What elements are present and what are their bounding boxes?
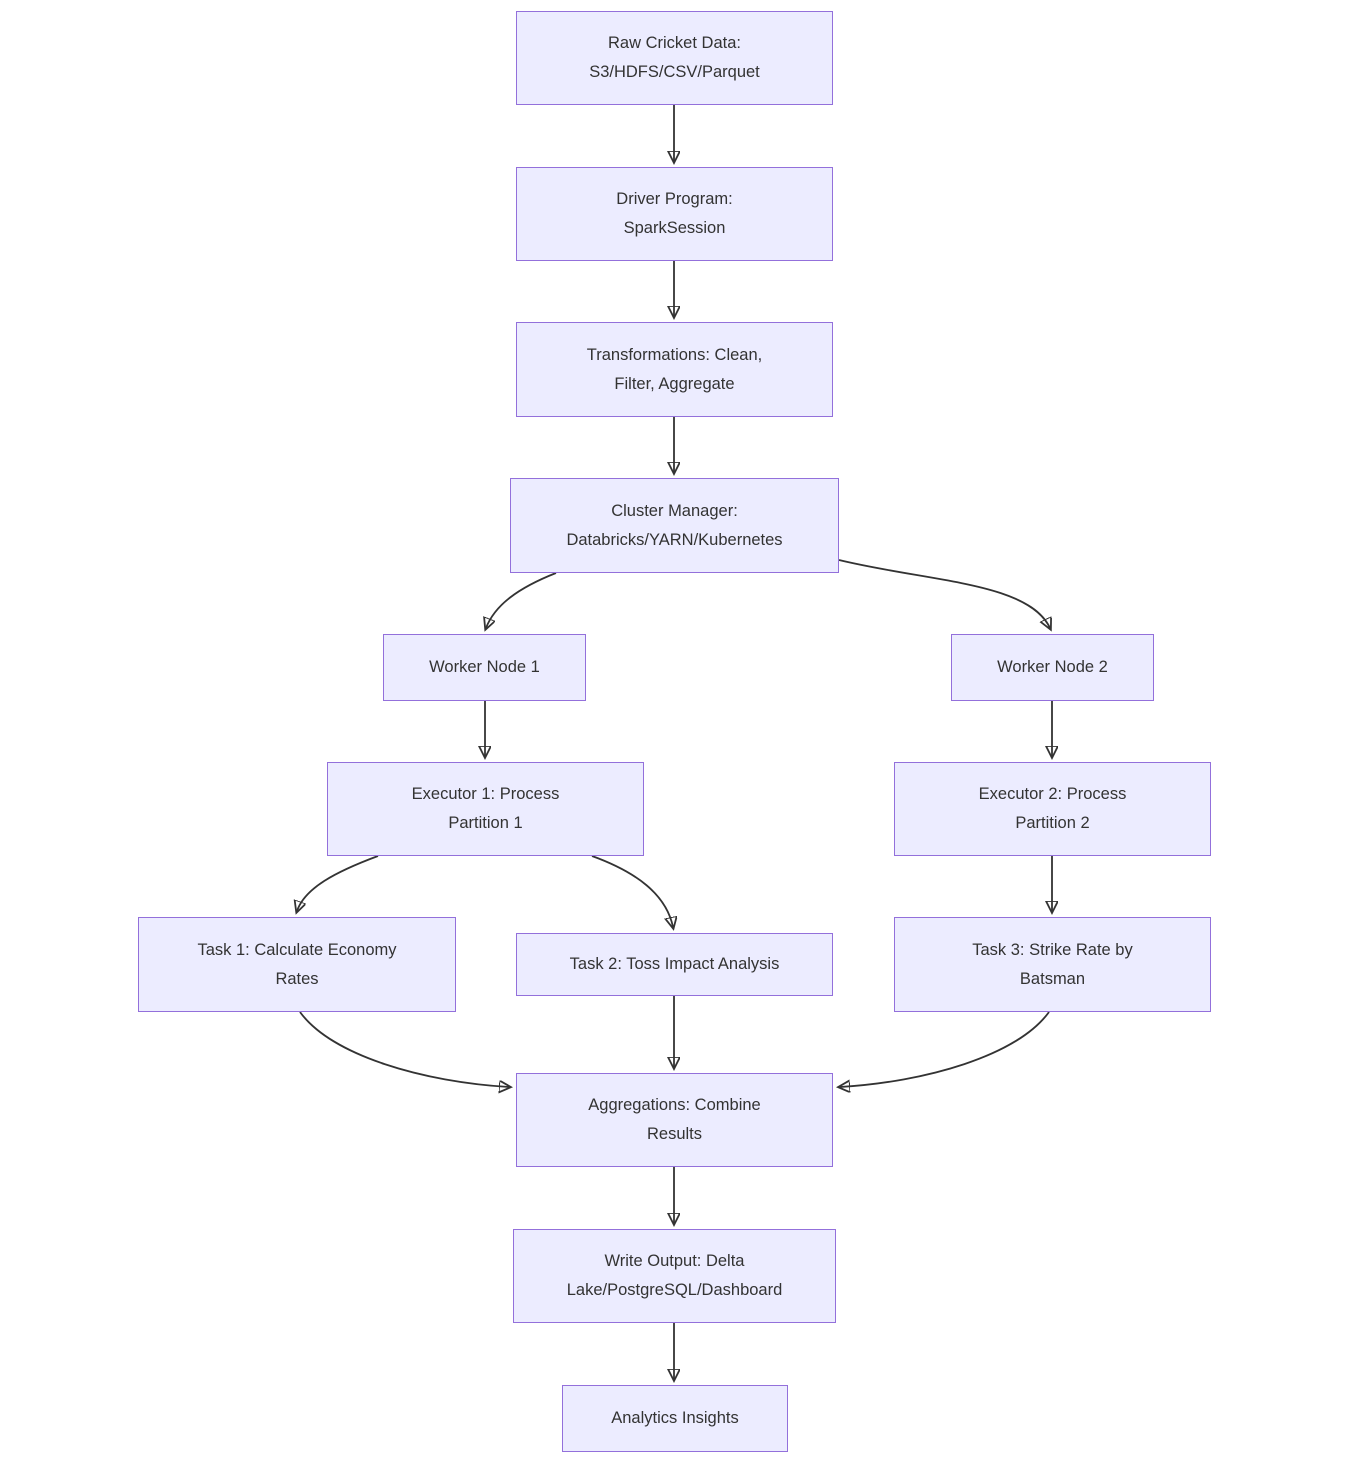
node-worker-node-1: Worker Node 1 — [383, 634, 586, 701]
node-raw-cricket-data: Raw Cricket Data: S3/HDFS/CSV/Parquet — [516, 11, 833, 105]
node-task-1-economy-rates: Task 1: Calculate Economy Rates — [138, 917, 456, 1012]
node-driver-program-label: Driver Program: SparkSession — [616, 190, 733, 237]
node-cluster-manager-label: Cluster Manager: Databricks/YARN/Kuberne… — [566, 501, 783, 549]
node-executor-1-label: Executor 1: Process Partition 1 — [411, 785, 560, 832]
node-write-output-label: Write Output: Delta Lake/PostgreSQL/Dash… — [566, 1252, 783, 1299]
edge-cluster-to-worker2 — [838, 559, 1050, 628]
edge-task3-to-aggregations — [840, 1011, 1050, 1087]
node-aggregations: Aggregations: Combine Results — [516, 1073, 833, 1167]
edge-task1-to-aggregations — [299, 1011, 509, 1087]
node-driver-program: Driver Program: SparkSession — [516, 167, 833, 261]
node-worker-node-2-label: Worker Node 2 — [997, 658, 1108, 676]
node-executor-2: Executor 2: Process Partition 2 — [894, 762, 1211, 856]
node-aggregations-label: Aggregations: Combine Results — [588, 1096, 761, 1143]
node-cluster-manager: Cluster Manager: Databricks/YARN/Kuberne… — [510, 478, 839, 573]
edge-executor1-to-task1 — [297, 855, 379, 911]
node-worker-node-1-label: Worker Node 1 — [429, 658, 540, 676]
edge-executor1-to-task2 — [591, 855, 673, 927]
node-task-1-label: Task 1: Calculate Economy Rates — [197, 940, 397, 988]
node-task-2-label: Task 2: Toss Impact Analysis — [569, 955, 780, 973]
node-executor-1: Executor 1: Process Partition 1 — [327, 762, 644, 856]
node-task-2-toss-impact: Task 2: Toss Impact Analysis — [516, 933, 833, 996]
node-transformations: Transformations: Clean, Filter, Aggregat… — [516, 322, 833, 417]
edge-cluster-to-worker1 — [486, 572, 557, 628]
node-write-output: Write Output: Delta Lake/PostgreSQL/Dash… — [513, 1229, 836, 1323]
node-worker-node-2: Worker Node 2 — [951, 634, 1154, 701]
node-analytics-insights-label: Analytics Insights — [611, 1409, 739, 1427]
node-task-3-label: Task 3: Strike Rate by Batsman — [972, 940, 1133, 988]
node-executor-2-label: Executor 2: Process Partition 2 — [978, 785, 1127, 832]
node-transformations-label: Transformations: Clean, Filter, Aggregat… — [586, 345, 763, 393]
node-raw-cricket-data-label: Raw Cricket Data: S3/HDFS/CSV/Parquet — [589, 34, 760, 81]
node-analytics-insights: Analytics Insights — [562, 1385, 788, 1452]
node-task-3-strike-rate: Task 3: Strike Rate by Batsman — [894, 917, 1211, 1012]
